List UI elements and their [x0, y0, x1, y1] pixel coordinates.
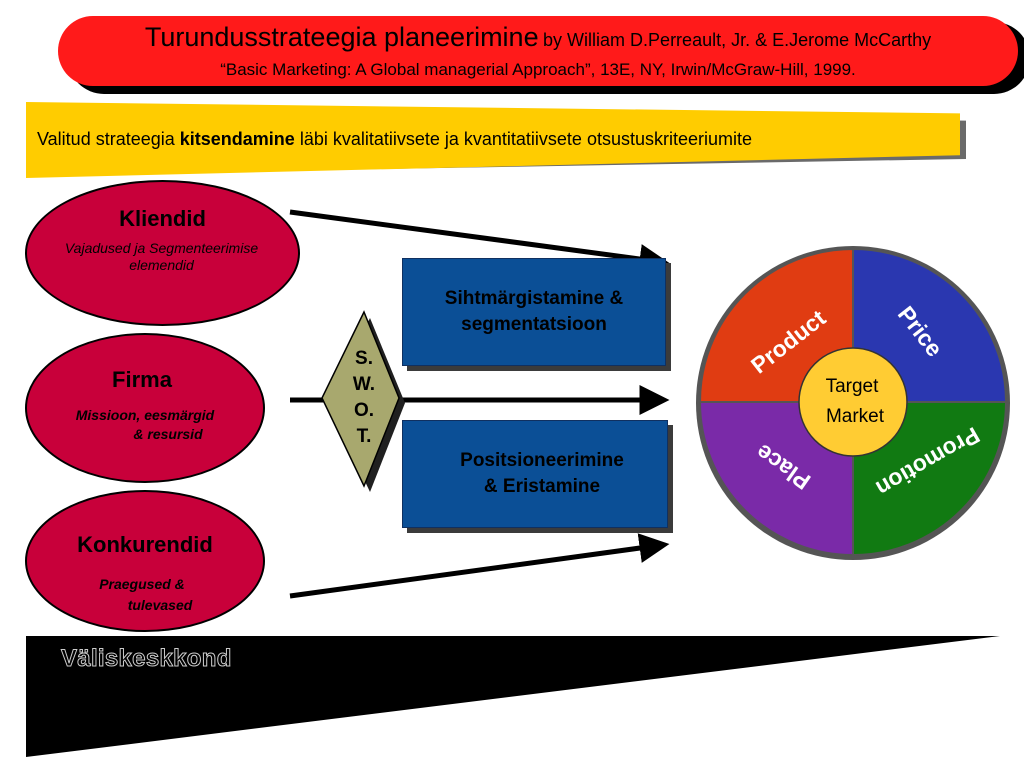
subtitle-text-before: Valitud strateegia — [37, 129, 180, 149]
subtitle-text-after: läbi kvalitatiivsete ja kvantitatiivsete… — [294, 129, 753, 149]
swot-letter-t: T. — [356, 426, 372, 447]
ellipse-kliendid-subtitle: Vajadused ja Segmenteerimise elemendid — [64, 240, 259, 273]
ellipse-konkurendid-subtitle-1: Praegused & — [99, 576, 185, 592]
wheel-center-line1: Target — [826, 376, 880, 397]
ellipse-firma-subtitle-1: Missioon, eesmärgid — [75, 407, 215, 423]
slide-title: Turundusstrateegia planeerimine — [144, 22, 539, 52]
title-bar: Turundusstrateegia planeerimine by Willi… — [58, 16, 1018, 86]
box-positioning-line1: Positsioneerimine — [460, 450, 624, 471]
ellipse-kliendid-title: Kliendid — [119, 206, 206, 231]
ellipse-konkurendid-subtitle-2: tulevased — [127, 597, 193, 613]
ellipse-konkurendid: Konkurendid Praegused & tulevased — [25, 490, 265, 632]
wheel-center-line2: Market — [826, 406, 885, 427]
swot-letter-s: S. — [355, 348, 373, 369]
ellipse-firma-subtitle-2: & resursid — [133, 426, 203, 442]
subtitle-text-bold: kitsendamine — [179, 129, 295, 149]
arrow-kliendid — [289, 209, 670, 274]
box-targeting: Sihtmärgistamine & segmentatsioon — [402, 258, 666, 366]
box-targeting-line2: segmentatsioon — [461, 314, 607, 335]
swot-diamond — [321, 310, 405, 492]
box-positioning-line2: & Eristamine — [483, 476, 601, 497]
swot-letter-w: W. — [352, 374, 376, 395]
ellipse-konkurendid-title: Konkurendid — [77, 532, 213, 557]
title-line: Turundusstrateegia planeerimine by Willi… — [58, 22, 1018, 53]
swot-letter-o: O. — [353, 400, 375, 421]
arrow-konkurendid — [289, 533, 670, 599]
ellipse-firma: Firma Missioon, eesmärgid & resursid — [25, 333, 265, 483]
environment-label: Väliskeskkond — [61, 645, 232, 673]
title-authors: by William D.Perreault, Jr. & E.Jerome M… — [543, 30, 932, 50]
subtitle-text: Valitud strateegia kitsendamine läbi kva… — [37, 129, 752, 150]
wheel-center — [798, 347, 908, 457]
box-positioning: Positsioneerimine & Eristamine — [402, 420, 668, 528]
marketing-mix-wheel: Product Price Promotion Place Target Mar… — [696, 246, 1010, 560]
box-targeting-line1: Sihtmärgistamine & — [444, 288, 624, 309]
ellipse-kliendid: Kliendid Vajadused ja Segmenteerimise el… — [25, 180, 300, 326]
swot-letters: S. W. O. T. — [344, 346, 384, 450]
title-citation: “Basic Marketing: A Global managerial Ap… — [220, 60, 856, 79]
ellipse-firma-title: Firma — [112, 367, 172, 392]
